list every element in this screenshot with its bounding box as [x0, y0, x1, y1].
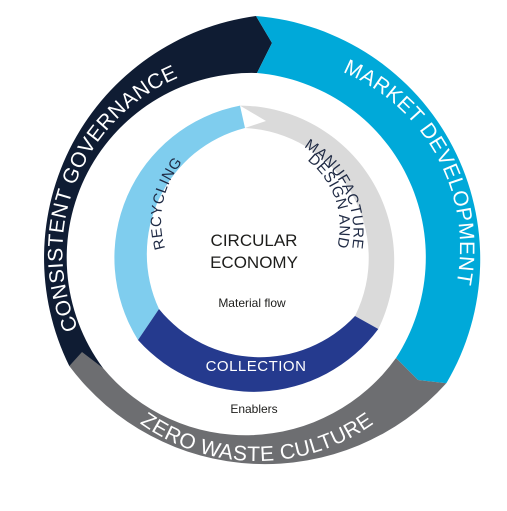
design-manufacture-segment [240, 105, 395, 329]
material-flow-label: Material flow [218, 296, 286, 310]
consistent-governance-segment [44, 16, 272, 368]
recycling-segment [114, 105, 245, 340]
center-title-line2: ECONOMY [210, 253, 298, 272]
zero-waste-culture-segment [69, 352, 447, 465]
enablers-label: Enablers [230, 402, 277, 416]
market-development-segment [256, 16, 481, 384]
center-hub: CIRCULAR ECONOMY [174, 175, 334, 335]
inner-ring: RECYCLING DESIGN AND MANUFACTURE USE AND… [114, 105, 395, 392]
use-and-collection-segment [138, 309, 379, 392]
collection-label: COLLECTION [206, 358, 307, 375]
center-title-line1: CIRCULAR [211, 231, 298, 250]
use-and-label: USE AND [221, 339, 290, 356]
center-circle [174, 175, 334, 335]
